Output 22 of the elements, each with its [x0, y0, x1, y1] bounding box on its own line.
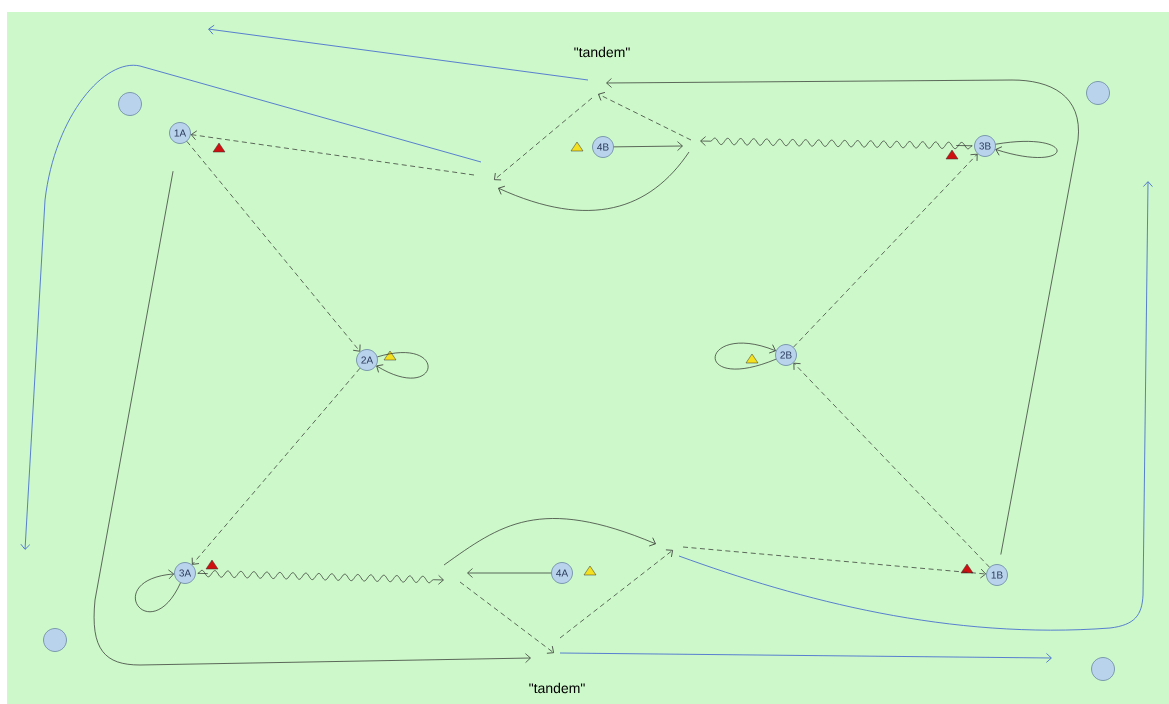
marker-circle [118, 92, 142, 116]
pass-arrow [682, 546, 987, 579]
dribble-arrow [700, 136, 973, 150]
dribble-arrow [197, 569, 444, 585]
pass-arrow [186, 141, 361, 352]
label-text: "tandem" [529, 682, 585, 694]
pass-arrow [190, 130, 475, 176]
marker-circle [43, 628, 67, 652]
pass-arrow [191, 367, 361, 565]
run-arrow [135, 569, 181, 613]
run-arrow [613, 141, 683, 151]
run-arrow [606, 78, 1079, 555]
run-arrow [714, 342, 777, 370]
run-arrow [93, 170, 531, 666]
run-arrow [376, 352, 429, 379]
marker-circle [1086, 81, 1110, 105]
pass-arrow [793, 362, 990, 568]
pass-arrow [793, 153, 978, 348]
marker-circle [1091, 657, 1115, 681]
label-text: "tandem" [574, 46, 630, 58]
run-arrow [995, 141, 1058, 158]
run-arrow [467, 568, 552, 578]
